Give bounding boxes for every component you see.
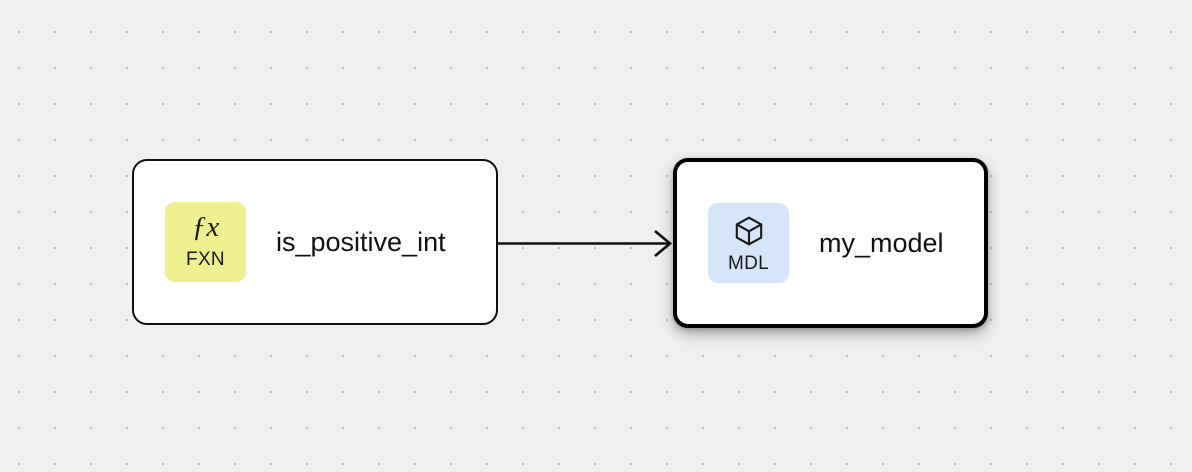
function-icon: ƒx [191,211,220,243]
node-type-badge-fxn: ƒx FXN [165,202,246,282]
edge-arrowhead-icon [654,230,673,257]
cube-icon [735,216,762,245]
node-title: is_positive_int [276,226,446,257]
node-my-model[interactable]: MDL my_model [673,158,988,328]
node-type-label: FXN [186,249,225,270]
node-title: my_model [819,227,944,258]
node-is-positive-int[interactable]: ƒx FXN is_positive_int [132,159,498,325]
node-type-label: MDL [727,252,769,274]
node-type-badge-mdl: MDL [708,203,789,283]
edge-fxn-to-mdl[interactable] [497,230,673,257]
